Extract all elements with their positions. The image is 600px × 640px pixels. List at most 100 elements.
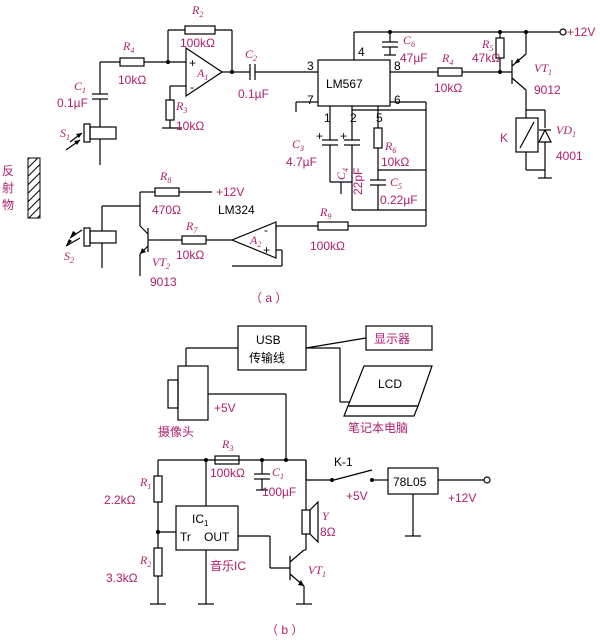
r3-a-resistor bbox=[165, 99, 175, 121]
r4-a-value: 10kΩ bbox=[118, 73, 146, 87]
display-label: 显示器 bbox=[374, 332, 410, 346]
r2-a-resistor bbox=[184, 25, 216, 35]
laptop-base bbox=[343, 405, 419, 417]
v5-top-label: +5V bbox=[214, 401, 236, 415]
lcd-label: LCD bbox=[378, 377, 402, 391]
supply-terminal-b bbox=[483, 476, 491, 484]
vd1-diode bbox=[538, 128, 552, 143]
r1-b-value: 2.2kΩ bbox=[104, 493, 136, 507]
r7-resistor bbox=[181, 235, 207, 245]
r2-b-value: 3.3kΩ bbox=[106, 571, 138, 585]
r8-value: 470Ω bbox=[152, 203, 181, 217]
vd1-label: VD1 bbox=[556, 123, 576, 139]
c6-label: C6 bbox=[403, 33, 415, 49]
supply-a2-label: +12V bbox=[216, 185, 244, 199]
pin-3: 3 bbox=[307, 59, 314, 73]
svg-text:+: + bbox=[189, 56, 196, 70]
circuit-b: USB 传输线 显示器 LCD 笔记本电脑 摄像头 +5V R3 100kΩ bbox=[104, 325, 491, 637]
circuit-a: 反 射 物 S1 C1 0.1µF R4 10kΩ + - bbox=[2, 3, 595, 305]
r5-value: 47kΩ bbox=[472, 51, 500, 65]
supply-a-label: +12V bbox=[567, 25, 595, 39]
k1-switch-blade bbox=[333, 469, 373, 481]
vt2-label: VT2 bbox=[152, 255, 170, 271]
r7-value: 10kΩ bbox=[176, 248, 204, 262]
vt1-a-type: 9012 bbox=[534, 83, 561, 97]
lm567-label: LM567 bbox=[326, 77, 363, 91]
c1-b-label: C1 bbox=[272, 465, 284, 481]
c4-value: 22pF bbox=[351, 168, 365, 195]
pin-1: 1 bbox=[324, 111, 331, 125]
pin-4: 4 bbox=[358, 45, 365, 59]
usb-label: USB bbox=[256, 333, 281, 347]
c2-a-label: C2 bbox=[245, 47, 257, 63]
r8-label: R8 bbox=[159, 169, 171, 185]
r2-a-label: R2 bbox=[191, 3, 203, 19]
vt1-a-transistor bbox=[510, 30, 528, 110]
r6-resistor bbox=[373, 127, 383, 149]
r4-a-label: R4 bbox=[122, 39, 134, 55]
r6-value: 10kΩ bbox=[381, 155, 409, 169]
camera-label: 摄像头 bbox=[158, 424, 194, 439]
ic1-out: OUT bbox=[204, 530, 230, 544]
r3-b-label: R3 bbox=[221, 437, 233, 453]
reflector-char-2: 射 bbox=[2, 180, 14, 195]
camera-body bbox=[177, 365, 209, 421]
a2-label: A2 bbox=[249, 233, 261, 249]
camera-lens bbox=[167, 379, 179, 409]
svg-text:-: - bbox=[190, 80, 194, 94]
speaker-y-cone bbox=[309, 500, 319, 544]
c6-value: 47µF bbox=[400, 51, 428, 65]
r9-value: 100kΩ bbox=[310, 239, 345, 253]
r6-label: R6 bbox=[384, 139, 396, 155]
a1-label: A1 bbox=[196, 66, 208, 82]
pin-6: 6 bbox=[394, 93, 401, 107]
svg-text:+: + bbox=[263, 243, 270, 257]
laptop-label: 笔记本电脑 bbox=[348, 420, 408, 435]
c1-b-value: 100µF bbox=[262, 485, 296, 499]
vt1-b-label: VT1 bbox=[308, 563, 326, 579]
reflector-char-1: 反 bbox=[2, 164, 14, 178]
r4-b-label: R4 bbox=[441, 51, 453, 67]
r1-b-label: R1 bbox=[139, 475, 151, 491]
c3-value: 4.7µF bbox=[286, 155, 317, 169]
regulator-label: 78L05 bbox=[393, 475, 427, 489]
pin-8: 8 bbox=[394, 59, 401, 73]
speaker-y-label: Y bbox=[322, 509, 330, 523]
r3-a-label: R3 bbox=[175, 99, 187, 115]
reflector-hatch bbox=[27, 157, 41, 219]
relay-k-label: K bbox=[500, 131, 508, 145]
r4-b-value: 10kΩ bbox=[434, 81, 462, 95]
r3-a-value: 10kΩ bbox=[176, 119, 204, 133]
c2-a-value: 0.1µF bbox=[238, 87, 269, 101]
r2-a-value: 100kΩ bbox=[180, 36, 215, 50]
r9-label: R9 bbox=[319, 205, 331, 221]
r5-label: R5 bbox=[481, 37, 493, 53]
svg-text:+: + bbox=[340, 129, 347, 143]
s1-label: S1 bbox=[60, 126, 70, 142]
r2-b-resistor bbox=[153, 547, 163, 577]
speaker-y-magnet bbox=[301, 509, 311, 535]
k1-label: K-1 bbox=[334, 455, 353, 469]
a1-opamp bbox=[185, 46, 224, 98]
pin-2: 2 bbox=[350, 111, 357, 125]
s2-label: S2 bbox=[64, 249, 74, 265]
vd1-type: 4001 bbox=[556, 149, 583, 163]
s2-emitter bbox=[65, 206, 117, 268]
s1-receiver bbox=[65, 105, 117, 165]
svg-text:+: + bbox=[316, 129, 323, 143]
lm324-label: LM324 bbox=[218, 203, 255, 217]
svg-text:-: - bbox=[264, 223, 268, 237]
a2-opamp bbox=[230, 221, 277, 259]
vt1-b-transistor bbox=[289, 549, 305, 604]
speaker-y-value: 8Ω bbox=[320, 525, 336, 539]
r9-resistor bbox=[317, 221, 349, 231]
r4-a-resistor bbox=[119, 57, 145, 67]
caption-a: （ a ） bbox=[250, 291, 287, 305]
vt2-transistor bbox=[139, 206, 160, 276]
relay-k-coil bbox=[515, 117, 539, 153]
r3-b-resistor bbox=[214, 455, 240, 465]
ic1-label: IC1 bbox=[192, 512, 209, 528]
c1-a-label: C1 bbox=[74, 79, 86, 95]
c4-label: C4 bbox=[334, 168, 350, 180]
